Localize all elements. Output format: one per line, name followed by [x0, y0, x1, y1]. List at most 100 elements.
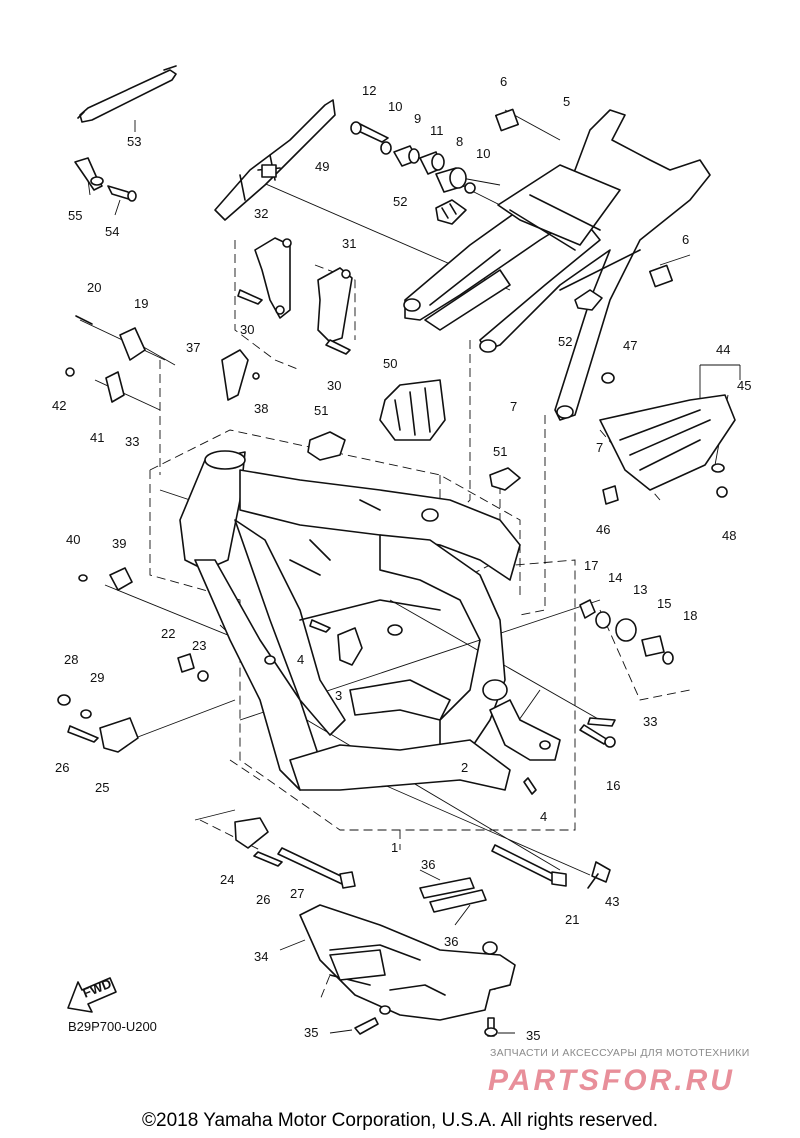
tool-53 — [77, 65, 177, 123]
watermark: ЗАПЧАСТИ И АКСЕССУАРЫ ДЛЯ МОТОТЕХНИКИ PA… — [488, 1047, 750, 1097]
watermark-brand: PARTSFOR.RU — [488, 1064, 735, 1097]
callout-52: 52 — [558, 334, 572, 349]
callout-7: 7 — [510, 399, 517, 414]
callout-6: 6 — [500, 74, 507, 89]
airbox-cover-44 — [599, 372, 736, 505]
callout-55: 55 — [68, 208, 82, 223]
callout-21: 21 — [565, 912, 579, 927]
callout-35: 35 — [304, 1025, 318, 1040]
callout-29: 29 — [90, 670, 104, 685]
bolts-30 — [237, 289, 351, 355]
sticker-6 — [495, 108, 673, 288]
fwd-arrow-icon: FWD — [67, 976, 117, 1013]
callout-40: 40 — [66, 532, 80, 547]
callout-26: 26 — [55, 760, 69, 775]
bushings-row — [350, 121, 476, 194]
callout-39: 39 — [112, 536, 126, 551]
callout-33: 33 — [125, 434, 139, 449]
grommet-52-upper — [435, 199, 467, 225]
callout-10: 10 — [388, 99, 402, 114]
holder-50 — [379, 379, 446, 441]
pivot-shaft-21 — [491, 844, 611, 889]
callout-26: 26 — [256, 892, 270, 907]
chain-guide-49 — [214, 99, 336, 221]
callout-5: 5 — [563, 94, 570, 109]
bracket-3 — [337, 627, 363, 666]
skid-plate-34 — [299, 904, 516, 1021]
callout-3: 3 — [335, 688, 342, 703]
callout-6: 6 — [682, 232, 689, 247]
callout-41: 41 — [90, 430, 104, 445]
callout-30: 30 — [240, 322, 254, 337]
image-code: B29P700-U200 — [68, 1019, 157, 1034]
callout-9: 9 — [414, 111, 421, 126]
callout-50: 50 — [383, 356, 397, 371]
callout-labels: 1 2 3 4 4 5 6 6 7 7 8 9 10 10 11 12 13 1… — [52, 74, 751, 1043]
callout-7: 7 — [596, 440, 603, 455]
clip-37 — [221, 349, 260, 401]
callout-20: 20 — [87, 280, 101, 295]
callout-18: 18 — [683, 608, 697, 623]
callout-34: 34 — [254, 949, 268, 964]
subframe-5 — [403, 109, 711, 421]
nut-washer-22-23 — [177, 653, 209, 682]
callout-35: 35 — [526, 1028, 540, 1043]
grommet-52-lower — [574, 289, 603, 311]
callout-1: 1 — [391, 840, 398, 855]
damper-51 — [307, 431, 521, 491]
callout-12: 12 — [362, 83, 376, 98]
callout-14: 14 — [608, 570, 622, 585]
callout-54: 54 — [105, 224, 119, 239]
callout-49: 49 — [315, 159, 329, 174]
callout-15: 15 — [657, 596, 671, 611]
callout-37: 37 — [186, 340, 200, 355]
callout-24: 24 — [220, 872, 234, 887]
bracket-31 — [317, 267, 353, 343]
bracket-25 — [57, 694, 139, 753]
callout-10: 10 — [476, 146, 490, 161]
callout-43: 43 — [605, 894, 619, 909]
callout-33: 33 — [643, 714, 657, 729]
callout-25: 25 — [95, 780, 109, 795]
engine-mount-hardware — [579, 599, 674, 748]
clamps-19-20-41-42 — [65, 315, 146, 403]
watermark-subtitle: ЗАПЧАСТИ И АКСЕССУАРЫ ДЛЯ МОТОТЕХНИКИ — [490, 1047, 750, 1059]
callout-17: 17 — [584, 558, 598, 573]
callout-51: 51 — [493, 444, 507, 459]
callout-2: 2 — [461, 760, 468, 775]
callout-16: 16 — [606, 778, 620, 793]
callout-36: 36 — [444, 934, 458, 949]
bolt-35 — [354, 1017, 498, 1037]
copyright-notice: ©2018 Yamaha Motor Corporation, U.S.A. A… — [142, 1110, 658, 1131]
callout-47: 47 — [623, 338, 637, 353]
callout-48: 48 — [722, 528, 736, 543]
callout-44: 44 — [716, 342, 730, 357]
callout-36: 36 — [421, 857, 435, 872]
bracket-32 — [254, 237, 292, 319]
callout-11: 11 — [430, 123, 444, 138]
axle-collar-55-54 — [74, 157, 137, 202]
callout-38: 38 — [254, 401, 268, 416]
callout-53: 53 — [127, 134, 141, 149]
callout-45: 45 — [737, 378, 751, 393]
bracket-2 — [489, 699, 561, 761]
callout-32: 32 — [254, 206, 268, 221]
callout-22: 22 — [161, 626, 175, 641]
callout-52: 52 — [393, 194, 407, 209]
pads-36 — [419, 877, 487, 913]
clip-39 — [78, 567, 133, 591]
callout-51: 51 — [314, 403, 328, 418]
callout-13: 13 — [633, 582, 647, 597]
callout-31: 31 — [342, 236, 356, 251]
bolt-4 — [309, 619, 537, 795]
callout-27: 27 — [290, 886, 304, 901]
callout-42: 42 — [52, 398, 66, 413]
callout-19: 19 — [134, 296, 148, 311]
callout-46: 46 — [596, 522, 610, 537]
callout-30: 30 — [327, 378, 341, 393]
callout-4: 4 — [297, 652, 304, 667]
bracket-24 — [234, 817, 356, 889]
main-frame-1 — [179, 450, 521, 791]
callout-28: 28 — [64, 652, 78, 667]
